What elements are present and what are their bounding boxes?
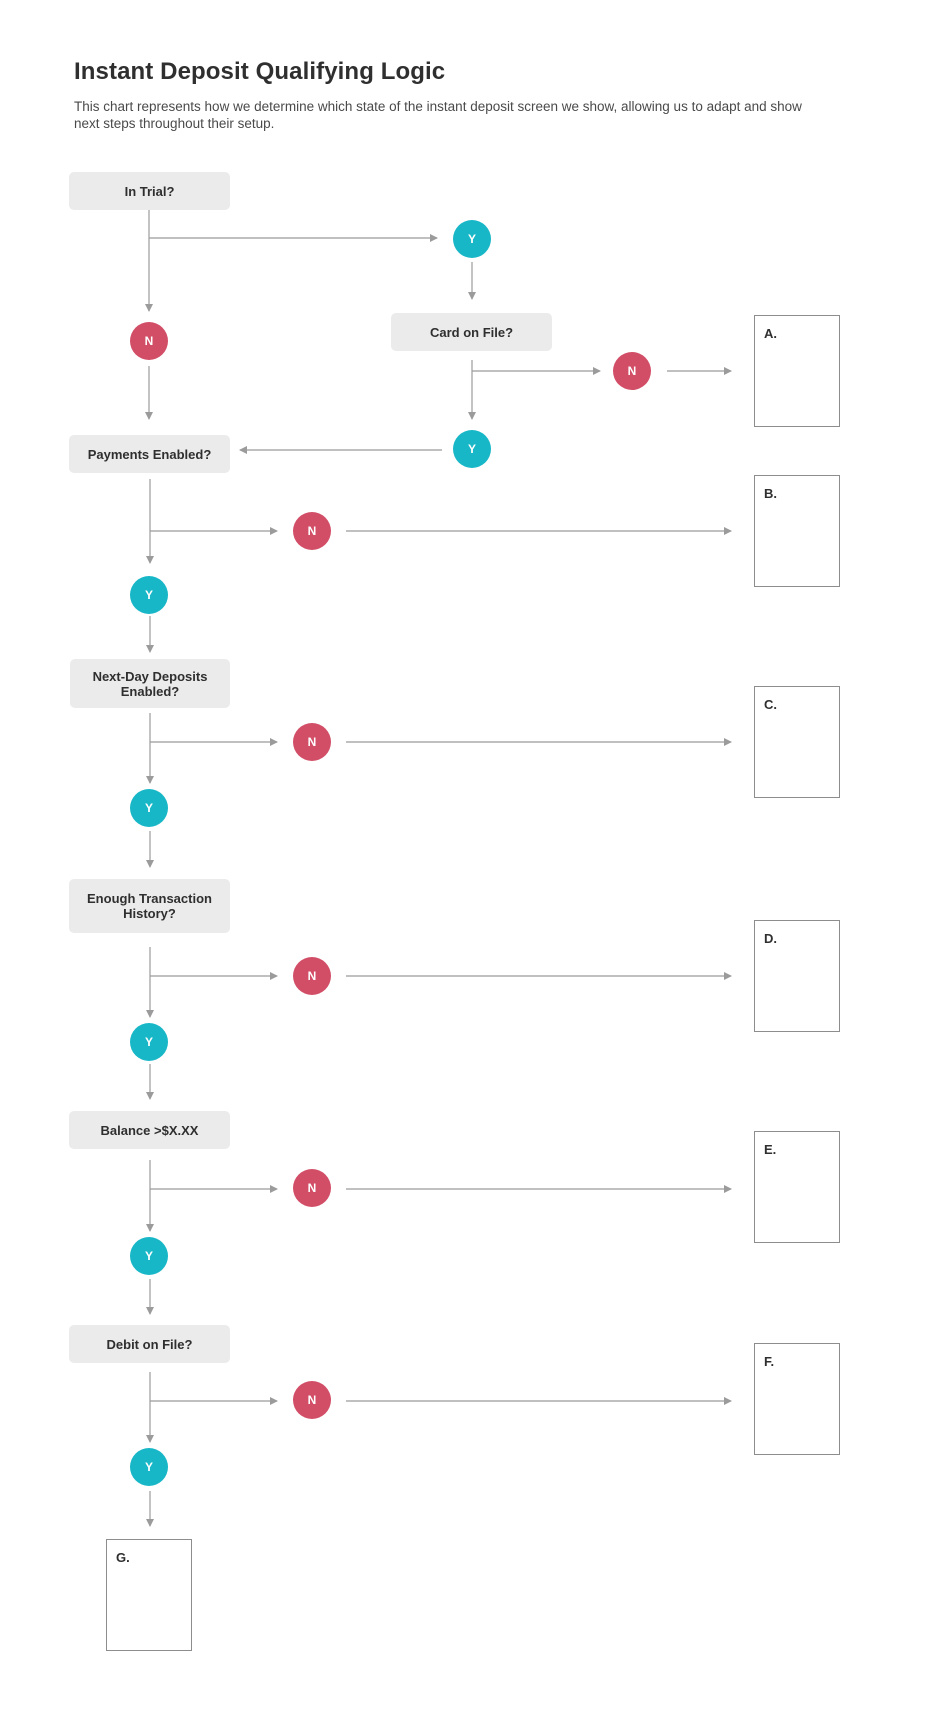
no-node: N bbox=[130, 322, 168, 360]
decision-label: Card on File? bbox=[429, 324, 514, 340]
decision-card-on-file: Card on File? bbox=[391, 313, 552, 351]
yes-node: Y bbox=[130, 1023, 168, 1061]
outcome-label: B. bbox=[764, 486, 777, 501]
outcome-c: C. bbox=[754, 686, 840, 798]
decision-label: In Trial? bbox=[124, 183, 175, 199]
decision-payments-enabled: Payments Enabled? bbox=[69, 435, 230, 473]
outcome-f: F. bbox=[754, 1343, 840, 1455]
outcome-label: D. bbox=[764, 931, 777, 946]
outcome-label: C. bbox=[764, 697, 777, 712]
yes-node: Y bbox=[130, 1448, 168, 1486]
yes-node: Y bbox=[453, 220, 491, 258]
decision-label: Next-Day Deposits Enabled? bbox=[92, 668, 208, 699]
yes-node: Y bbox=[130, 789, 168, 827]
yes-node: Y bbox=[130, 1237, 168, 1275]
no-node: N bbox=[293, 1169, 331, 1207]
outcome-label: F. bbox=[764, 1354, 775, 1369]
decision-label: Debit on File? bbox=[106, 1336, 193, 1352]
outcome-a: A. bbox=[754, 315, 840, 427]
decision-in-trial: In Trial? bbox=[69, 172, 230, 210]
outcome-b: B. bbox=[754, 475, 840, 587]
decision-balance: Balance >$X.XX bbox=[69, 1111, 230, 1149]
no-node: N bbox=[293, 957, 331, 995]
no-node: N bbox=[293, 512, 331, 550]
outcome-label: G. bbox=[116, 1550, 130, 1565]
outcome-label: E. bbox=[764, 1142, 777, 1157]
outcome-label: A. bbox=[764, 326, 777, 341]
decision-next-day-deposits: Next-Day Deposits Enabled? bbox=[70, 659, 230, 708]
decision-label: Payments Enabled? bbox=[87, 446, 212, 462]
outcome-g: G. bbox=[106, 1539, 192, 1651]
yes-node: Y bbox=[130, 576, 168, 614]
no-node: N bbox=[293, 723, 331, 761]
decision-label: Balance >$X.XX bbox=[100, 1122, 199, 1138]
decision-transaction-history: Enough Transaction History? bbox=[69, 879, 230, 933]
decision-debit-on-file: Debit on File? bbox=[69, 1325, 230, 1363]
no-node: N bbox=[613, 352, 651, 390]
yes-node: Y bbox=[453, 430, 491, 468]
page-title: Instant Deposit Qualifying Logic bbox=[74, 58, 446, 85]
decision-label: Enough Transaction History? bbox=[87, 891, 212, 921]
page-description: This chart represents how we determine w… bbox=[74, 99, 802, 131]
outcome-d: D. bbox=[754, 920, 840, 1032]
outcome-e: E. bbox=[754, 1131, 840, 1243]
no-node: N bbox=[293, 1381, 331, 1419]
